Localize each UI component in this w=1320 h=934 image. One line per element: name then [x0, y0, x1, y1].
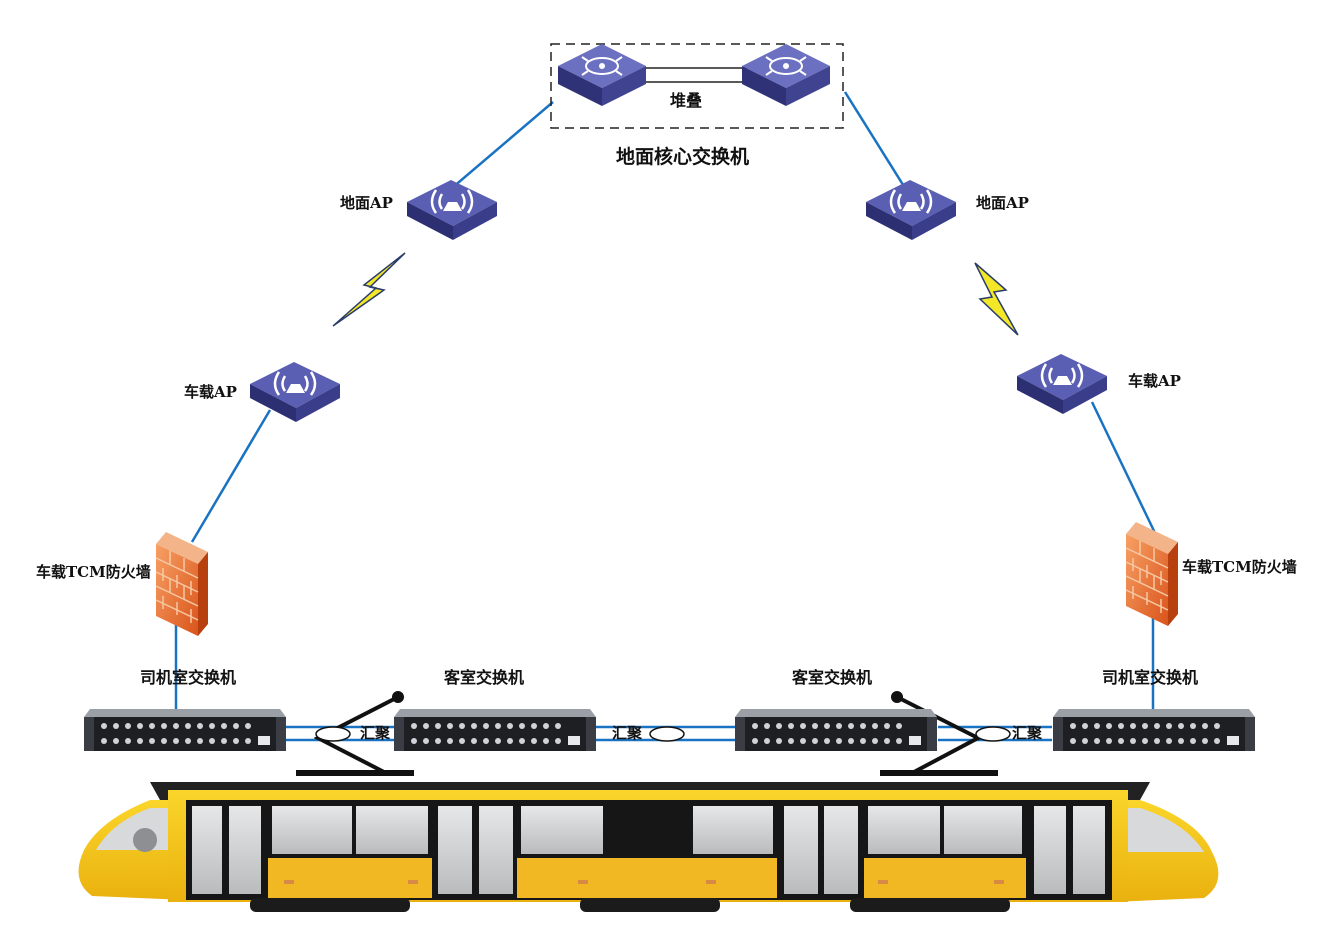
wireless-lightning-left-icon — [332, 252, 406, 327]
link-core-right-ap — [843, 91, 907, 189]
stack-label: 堆叠 — [670, 91, 703, 110]
firewall-left-label: 车载TCM防火墙 — [36, 563, 151, 581]
aggregation-label-1: 汇聚 — [360, 724, 391, 742]
stack-boundary — [550, 43, 844, 129]
ground-ap-left-label: 地面AP — [340, 194, 393, 212]
aggregation-ellipse-3 — [975, 726, 1011, 742]
passenger-switch-right-label: 客室交换机 — [792, 668, 873, 687]
core-switch-icon-left — [557, 43, 647, 107]
cab-switch-right-icon — [1053, 709, 1255, 751]
core-switch-title: 地面核心交换机 — [616, 146, 750, 168]
cab-switch-right-label: 司机室交换机 — [1102, 668, 1199, 687]
aggregation-markers — [315, 726, 1011, 742]
firewall-right-icon — [1125, 521, 1179, 627]
stack-link — [643, 67, 747, 83]
ground-ap-right-label: 地面AP — [976, 194, 1029, 212]
vehicle-ap-left-label: 车载AP — [184, 383, 237, 401]
link-left-vap-firewall — [190, 409, 272, 543]
firewall-left-icon — [155, 531, 209, 637]
aggregation-ellipse-2 — [649, 726, 685, 742]
wireless-lightning-right-icon — [974, 262, 1019, 336]
core-switch-icon-right — [741, 43, 831, 107]
aggregation-label-2: 汇聚 — [612, 724, 643, 742]
passenger-switch-left-label: 客室交换机 — [444, 668, 525, 687]
ground-ap-left-icon — [405, 178, 499, 242]
cab-switch-left-icon — [84, 709, 286, 751]
aggregation-ellipse-1 — [315, 726, 351, 742]
cab-switch-left-label: 司机室交换机 — [140, 668, 237, 687]
passenger-switch-left-icon — [394, 709, 596, 751]
passenger-switch-right-icon — [735, 709, 937, 751]
network-links — [174, 91, 1157, 742]
tram — [78, 782, 1219, 912]
ground-ap-right-icon — [864, 178, 958, 242]
link-right-vap-firewall — [1090, 401, 1157, 534]
vehicle-ap-right-label: 车载AP — [1128, 372, 1181, 390]
aggregation-label-3: 汇聚 — [1012, 724, 1043, 742]
firewall-right-label: 车载TCM防火墙 — [1182, 558, 1297, 576]
core-switch-stack — [550, 43, 844, 129]
vehicle-ap-left-icon — [248, 360, 342, 424]
